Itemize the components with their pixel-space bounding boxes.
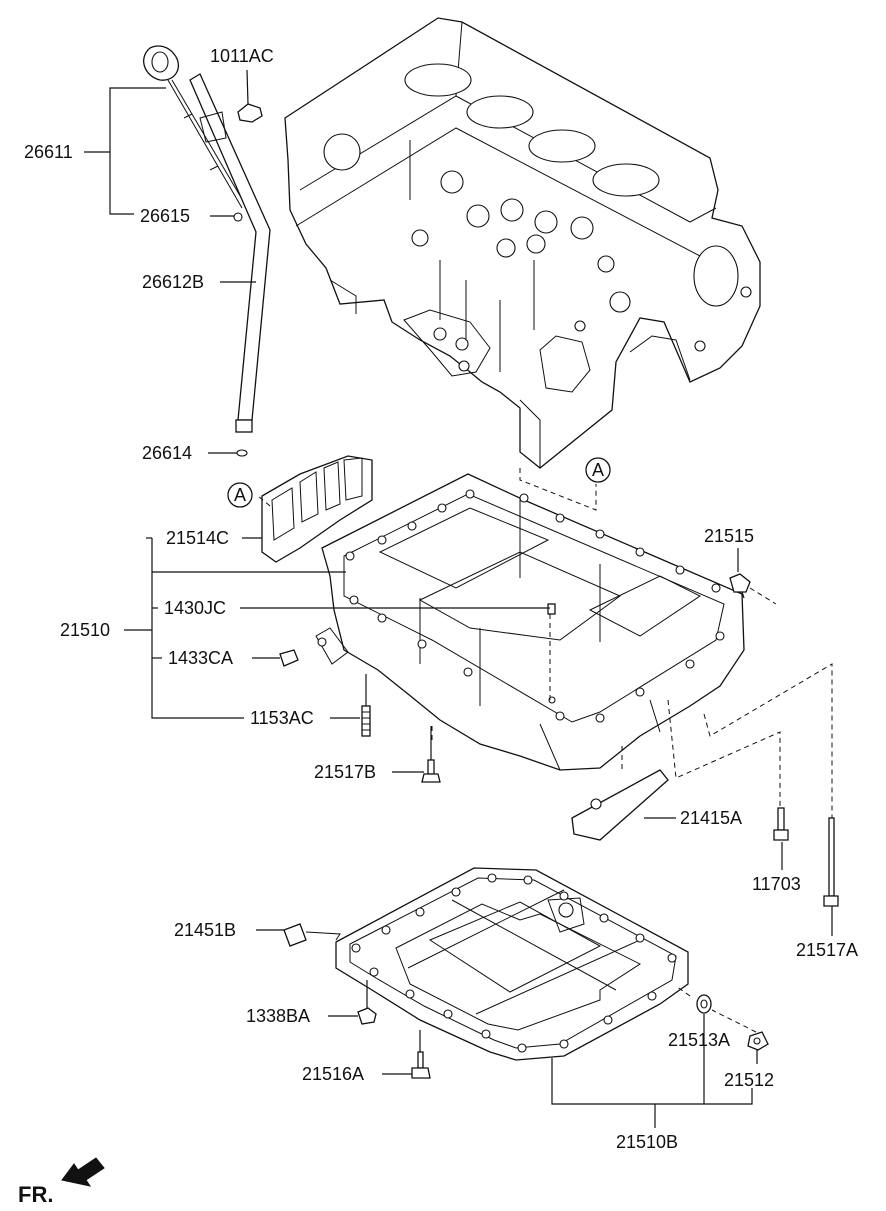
label-21451B: 21451B — [174, 920, 236, 940]
reference-marker-right-text: A — [592, 460, 604, 480]
label-21516A: 21516A — [302, 1064, 364, 1084]
label-21514C: 21514C — [166, 528, 229, 548]
dipstick-bolt — [237, 103, 263, 123]
front-direction-label: FR. — [18, 1182, 53, 1207]
oil-level-gauge — [143, 45, 247, 209]
label-26614: 26614 — [142, 443, 192, 463]
reference-marker-left — [227, 482, 253, 508]
stiffener — [571, 769, 669, 841]
dashed-guides — [257, 468, 833, 1033]
label-21415A: 21415A — [680, 808, 742, 828]
oil-level-sensor — [283, 923, 341, 947]
lower-oil-pan — [335, 867, 689, 1061]
drain-plug-21512 — [747, 1031, 769, 1051]
label-11703: 11703 — [752, 874, 801, 894]
nut-1338BA — [357, 1007, 377, 1025]
label-26612B: 26612B — [142, 272, 204, 292]
front-direction-arrow-icon — [61, 1157, 105, 1187]
label-1338BA: 1338BA — [246, 1006, 310, 1026]
bolt-21517A — [823, 817, 839, 907]
bolt-21515 — [729, 573, 751, 599]
bolt-21516A — [411, 1051, 431, 1079]
label-21513A: 21513A — [668, 1030, 730, 1050]
reference-marker-left-text: A — [234, 485, 246, 505]
oil-level-gauge-tube — [189, 73, 271, 433]
label-1433CA: 1433CA — [168, 648, 233, 668]
bolt-11703 — [773, 807, 789, 841]
bolt-21517B — [421, 759, 441, 783]
gasket-21513A — [696, 994, 712, 1014]
label-21512: 21512 — [724, 1070, 774, 1090]
label-21510B: 21510B — [616, 1132, 678, 1152]
oil-baffle — [261, 455, 373, 563]
label-21515: 21515 — [704, 526, 754, 546]
engine-block — [284, 17, 761, 469]
label-26611: 26611 — [24, 142, 73, 162]
upper-oil-pan — [315, 473, 745, 771]
stud-1153AC — [361, 705, 371, 737]
o-ring-26615 — [233, 212, 243, 222]
reference-marker-right — [585, 457, 611, 483]
label-21517B: 21517B — [314, 762, 376, 782]
label-1430JC: 1430JC — [164, 598, 226, 618]
leader-lines — [84, 69, 833, 1128]
o-ring-26614 — [236, 449, 248, 457]
label-26615: 26615 — [140, 206, 190, 226]
label-21517A: 21517A — [796, 940, 858, 960]
label-1153AC: 1153AC — [250, 708, 314, 728]
label-1011AC: 1011AC — [210, 46, 274, 66]
pin-1430JC — [547, 603, 556, 615]
plug-1433CA — [279, 649, 299, 667]
label-21510: 21510 — [60, 620, 110, 640]
